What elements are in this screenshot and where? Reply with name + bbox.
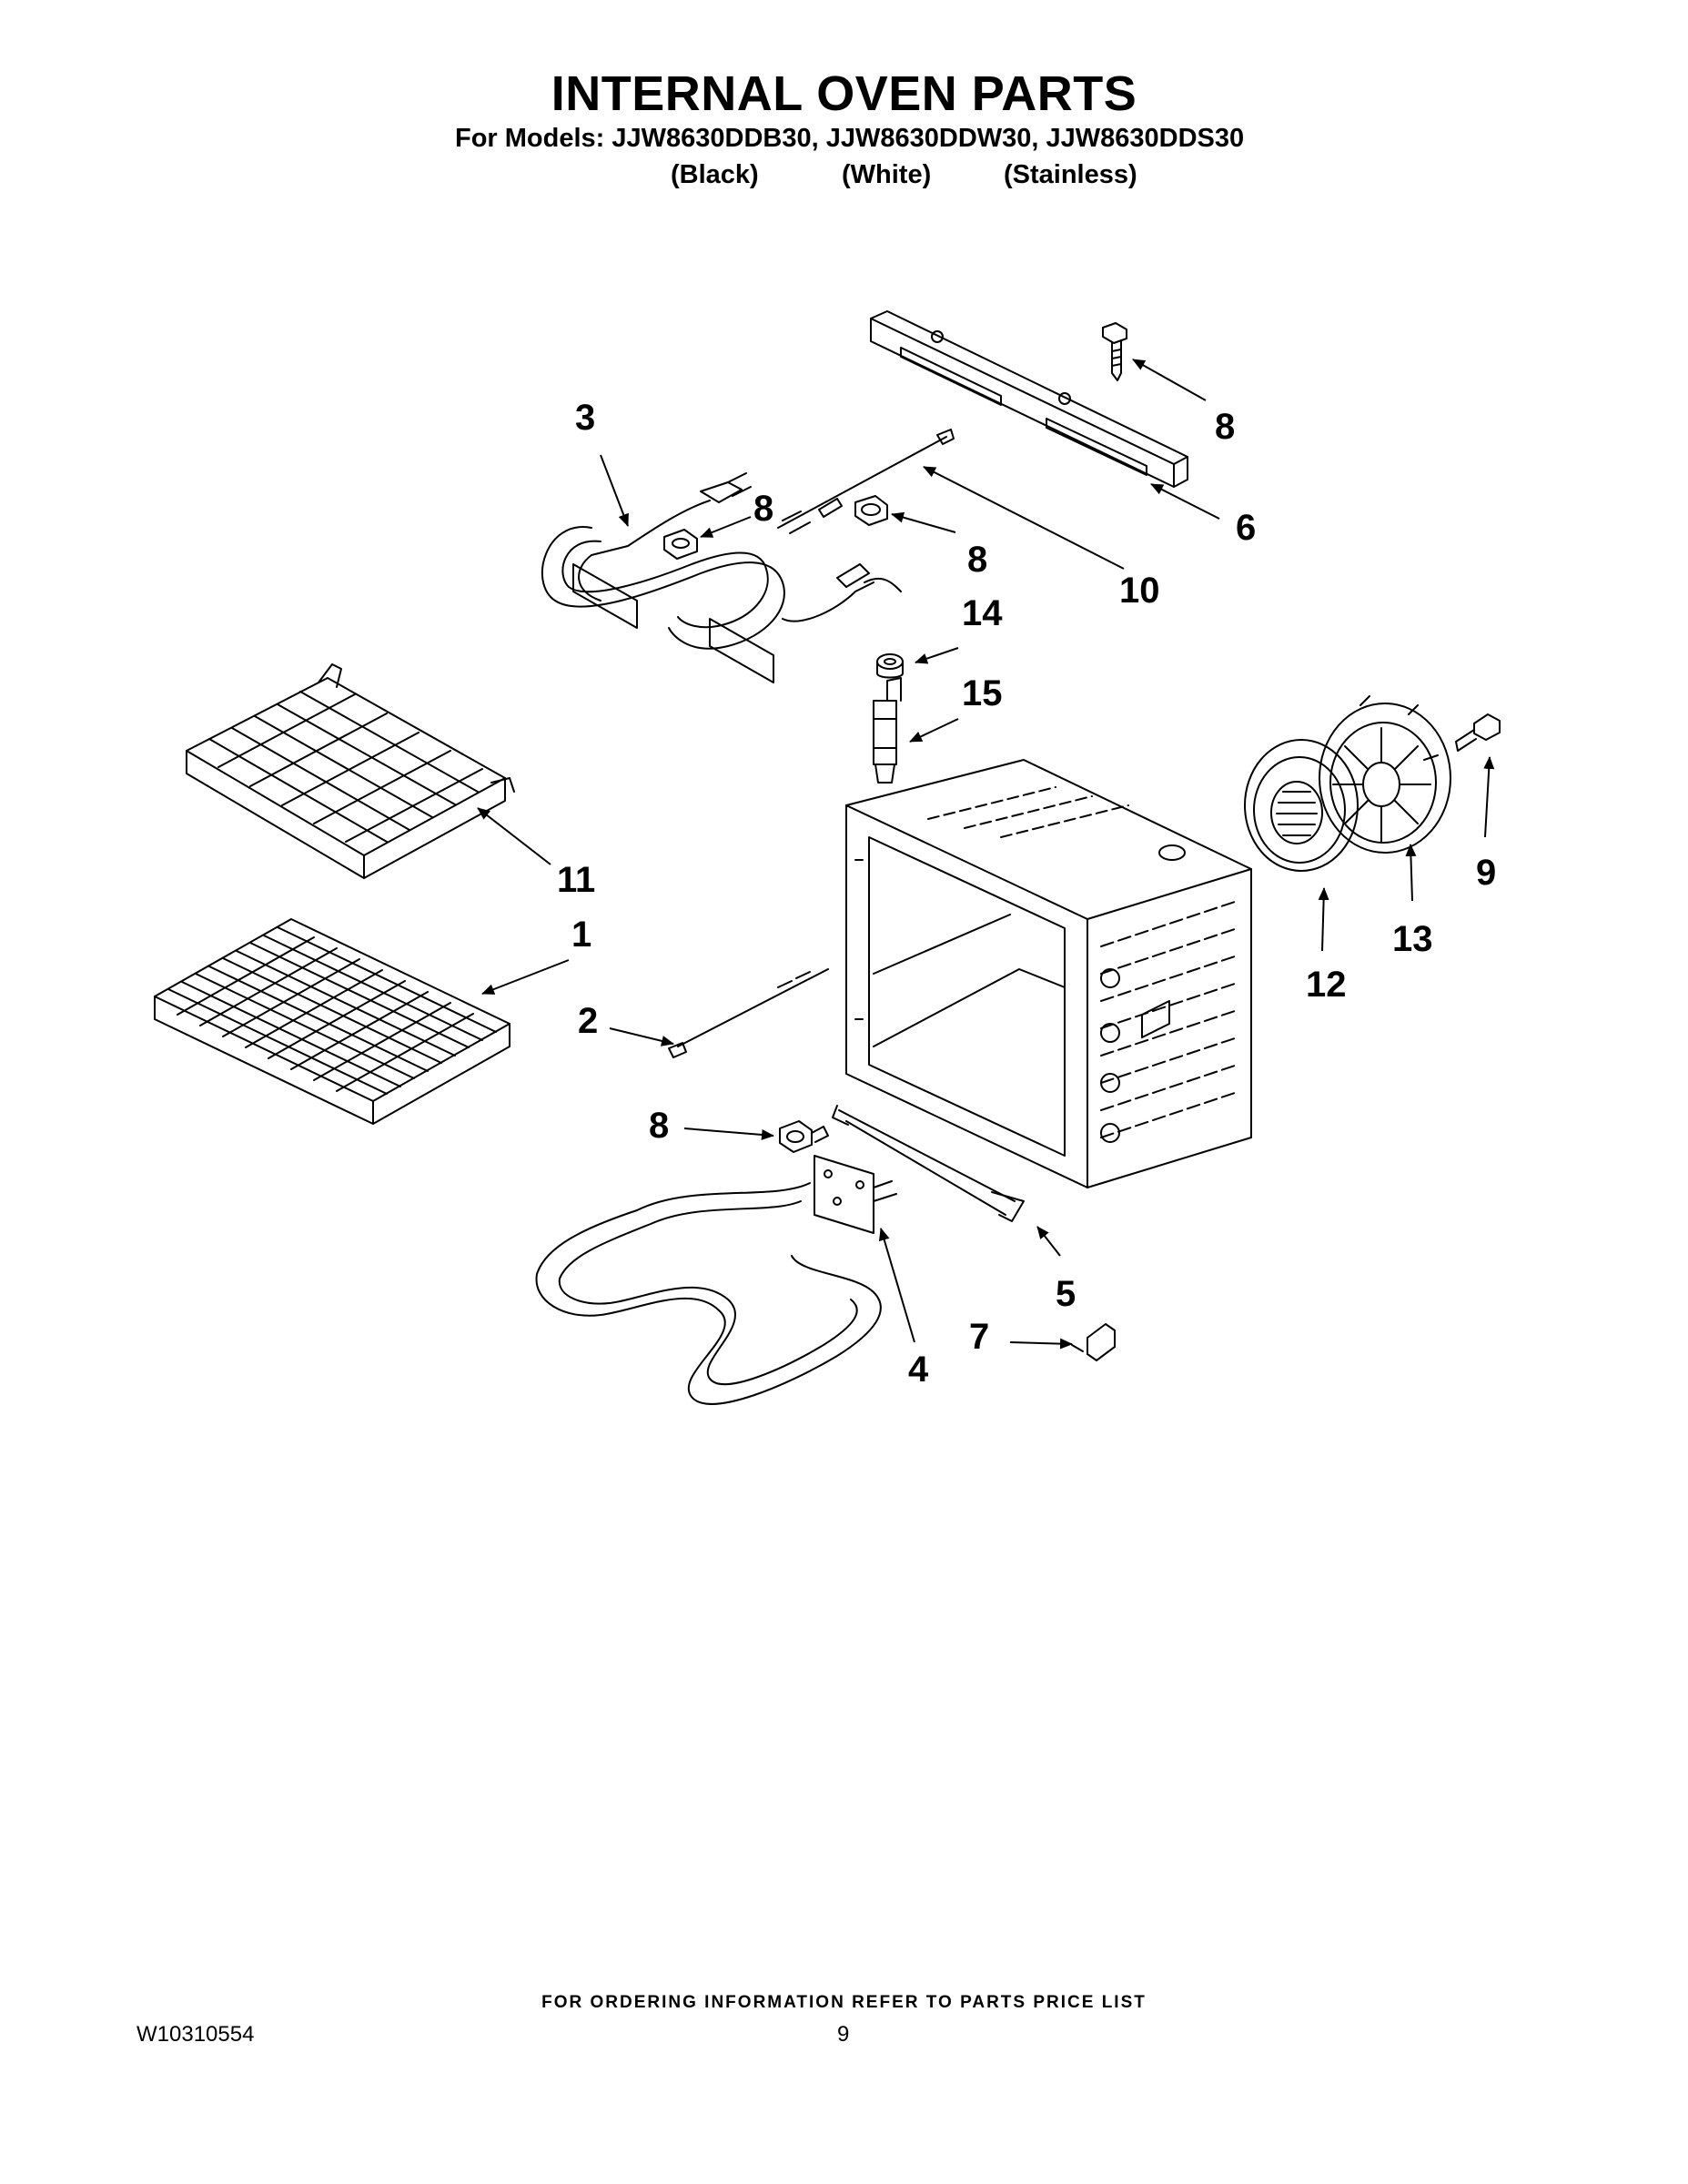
bake-element-part <box>535 1155 897 1405</box>
temp-sensor-part <box>668 968 829 1058</box>
tube-part <box>832 1105 1025 1222</box>
callout-14: 14 <box>962 593 1003 633</box>
document-number: W10310554 <box>136 2022 255 2047</box>
callout-13: 13 <box>1392 919 1433 959</box>
screw-part <box>779 1120 829 1153</box>
nut-part <box>876 653 904 679</box>
screw-part <box>1102 322 1127 381</box>
fan-cover-part <box>1244 739 1359 872</box>
callout-2: 2 <box>578 1001 598 1041</box>
callout-11: 11 <box>557 860 595 900</box>
lower-rack-part <box>154 918 510 1125</box>
page-title: INTERNAL OVEN PARTS <box>551 66 1137 121</box>
callout-5: 5 <box>1056 1274 1076 1314</box>
sensor-probe-part <box>873 677 902 784</box>
callout-labels: 3 8 8 6 8 10 14 15 11 1 2 12 13 9 8 5 7 … <box>557 398 1496 1390</box>
clip-part <box>1071 1323 1116 1361</box>
variant-stainless: (Stainless) <box>1004 160 1137 189</box>
screw-part <box>1455 713 1501 752</box>
callout-8-top: 8 <box>1215 407 1235 447</box>
callout-8-middle: 8 <box>967 540 987 580</box>
variant-black: (Black) <box>671 160 759 189</box>
callout-6: 6 <box>1236 508 1256 548</box>
callout-9: 9 <box>1476 853 1496 893</box>
oven-cavity-part <box>845 759 1252 1188</box>
callout-7: 7 <box>969 1317 989 1357</box>
callout-3: 3 <box>575 398 595 438</box>
page-number: 9 <box>837 2022 850 2047</box>
callout-8-lower: 8 <box>649 1106 669 1146</box>
ordering-note: FOR ORDERING INFORMATION REFER TO PARTS … <box>541 1993 1147 2012</box>
models-line: For Models: JJW8630DDB30, JJW8630DDW30, … <box>455 124 1245 153</box>
fan-assembly-part <box>1319 695 1451 854</box>
callout-1: 1 <box>571 915 591 955</box>
broil-element-part <box>541 472 902 683</box>
upper-rack-part <box>186 663 515 879</box>
callout-4: 4 <box>908 1350 929 1390</box>
callout-8-upper: 8 <box>753 489 773 529</box>
variant-white: (White) <box>842 160 932 189</box>
sensor-wire-part <box>777 429 955 534</box>
screw-part <box>854 495 888 526</box>
callout-12: 12 <box>1306 965 1347 1005</box>
top-bracket-part <box>870 310 1188 488</box>
callout-15: 15 <box>962 673 1003 713</box>
callout-10: 10 <box>1119 571 1160 611</box>
leader-arrows <box>477 359 1495 1350</box>
screw-part <box>663 529 698 560</box>
